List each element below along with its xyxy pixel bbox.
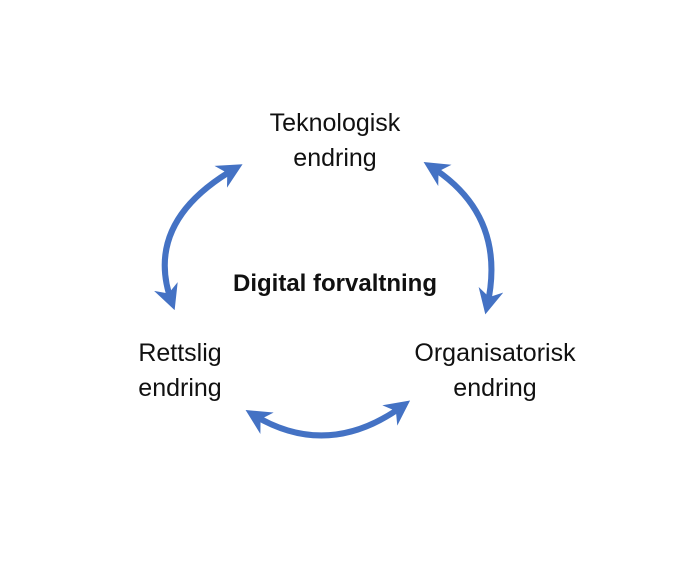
arrow-bottom [245, 400, 411, 439]
node-rettslig-endring: Rettslig endring [95, 336, 265, 406]
node-left-line2: endring [138, 374, 222, 402]
node-right-line1: Organisatorisk [414, 339, 576, 367]
node-top-line2: endring [293, 144, 377, 172]
arrow-top-right [423, 161, 504, 315]
node-right-line2: endring [453, 374, 537, 402]
arrow-top-left [154, 164, 243, 311]
node-organisatorisk-endring: Organisatorisk endring [385, 336, 605, 406]
node-top-line1: Teknologisk [269, 109, 401, 137]
node-teknologisk-endring: Teknologisk endring [235, 106, 435, 176]
node-left-line1: Rettslig [138, 339, 222, 367]
center-title: Digital forvaltning [233, 270, 437, 297]
